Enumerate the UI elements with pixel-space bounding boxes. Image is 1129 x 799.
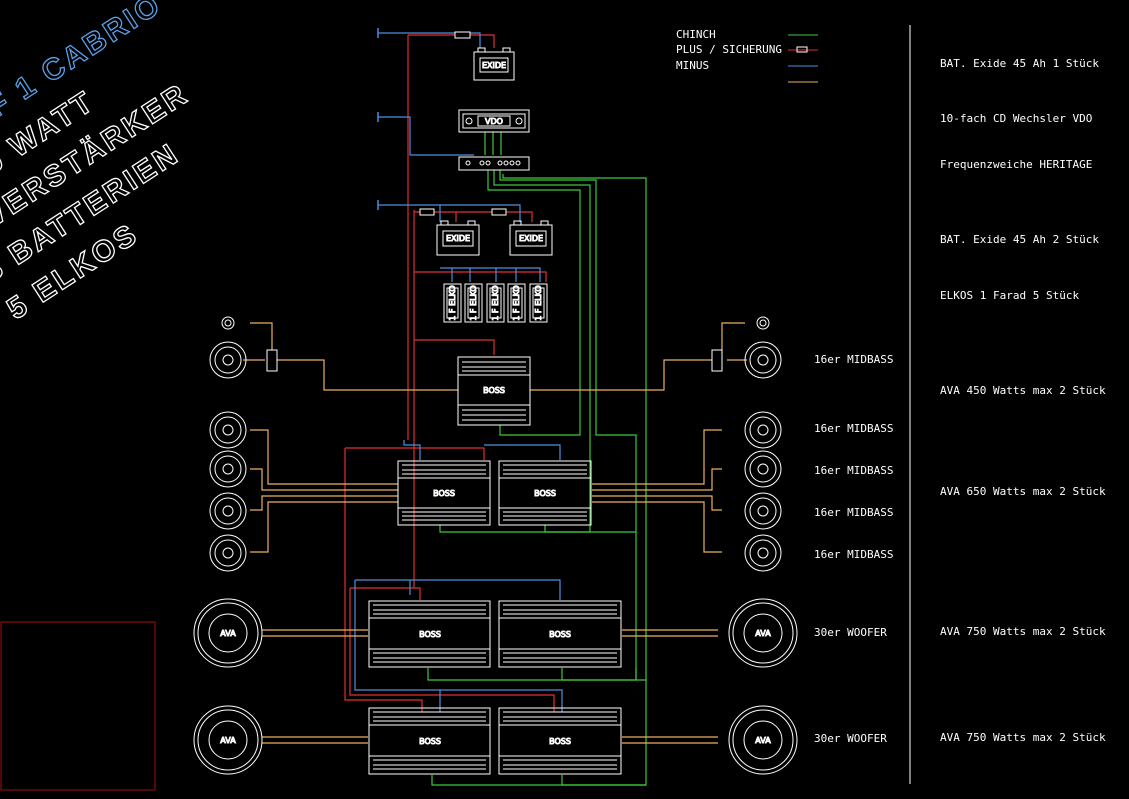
woofer-icon: AVA xyxy=(728,705,798,775)
amp-label: BOSS xyxy=(419,630,441,639)
woofer-label: AVA xyxy=(755,736,771,745)
amp-label: BOSS xyxy=(534,489,556,498)
capacitor-bank: 1 F ELKO 1 F ELKO 1 F ELKO 1 F ELKO 1 F … xyxy=(443,283,548,323)
capacitor-4: 1 F ELKO xyxy=(507,283,526,323)
battery-label: EXIDE xyxy=(519,234,543,243)
legend: CHINCH PLUS / SICHERUNG MINUS xyxy=(676,28,818,83)
passive-crossovers xyxy=(266,349,723,372)
amplifier-4: BOSS xyxy=(368,600,491,668)
capacitor-label: 1 F ELKO xyxy=(491,285,500,320)
title-block: GOLF 1 CABRIO 4850 WATT 7 VERSTÄRKER 3 B… xyxy=(0,0,195,327)
spec-ava-450: AVA 450 Watts max 2 Stück xyxy=(940,384,1106,397)
speaker-label-6: 30er WOOFER xyxy=(814,626,887,639)
battery-label: EXIDE xyxy=(482,61,506,70)
amp-label: BOSS xyxy=(549,737,571,746)
spec-battery-1: BAT. Exide 45 Ah 1 Stück xyxy=(940,57,1099,70)
amplifier-1: BOSS xyxy=(457,356,531,426)
speaker-label-7: 30er WOOFER xyxy=(814,732,887,745)
wires-plus xyxy=(344,34,555,712)
speaker-icon xyxy=(209,534,247,572)
spec-ava-650: AVA 650 Watts max 2 Stück xyxy=(940,485,1106,498)
midbass-speakers xyxy=(209,341,782,572)
speaker-icon xyxy=(209,450,247,488)
woofer-label: AVA xyxy=(220,629,236,638)
tweeters xyxy=(221,316,770,330)
capacitor-1: 1 F ELKO xyxy=(443,283,462,323)
speaker-label-4: 16er MIDBASS xyxy=(814,506,893,519)
speaker-icon xyxy=(209,411,247,449)
spec-battery-2: BAT. Exide 45 Ah 2 Stück xyxy=(940,233,1099,246)
tweeter-icon xyxy=(221,316,235,330)
woofer-label: AVA xyxy=(220,736,236,745)
woofer-icon: AVA xyxy=(193,705,263,775)
amp-label: BOSS xyxy=(433,489,455,498)
woofer-label: AVA xyxy=(755,629,771,638)
speaker-icon xyxy=(209,341,247,379)
crossover xyxy=(458,156,530,171)
battery-3: EXIDE xyxy=(509,220,553,256)
speaker-label-1: 16er MIDBASS xyxy=(814,353,893,366)
woofer-icon: AVA xyxy=(193,598,263,668)
fuse-icon xyxy=(796,46,808,53)
capacitor-label: 1 F ELKO xyxy=(469,285,478,320)
spec-list: BAT. Exide 45 Ah 1 Stück 10-fach CD Wech… xyxy=(940,57,1106,744)
capacitor-label: 1 F ELKO xyxy=(448,285,457,320)
spec-ava-750-a: AVA 750 Watts max 2 Stück xyxy=(940,625,1106,638)
battery-1: EXIDE xyxy=(473,47,515,81)
amp-label: BOSS xyxy=(549,630,571,639)
woofer-icon: AVA xyxy=(728,598,798,668)
spec-elkos: ELKOS 1 Farad 5 Stück xyxy=(940,289,1079,302)
amplifier-6: BOSS xyxy=(368,707,491,775)
fuses xyxy=(419,31,507,216)
speaker-icon xyxy=(744,450,782,488)
speaker-icon xyxy=(744,411,782,449)
capacitor-5: 1 F ELKO xyxy=(529,283,548,323)
capacitor-label: 1 F ELKO xyxy=(512,285,521,320)
capacitor-3: 1 F ELKO xyxy=(486,283,505,323)
spec-cd-changer: 10-fach CD Wechsler VDO xyxy=(940,112,1092,125)
spec-crossover: Frequenzweiche HERITAGE xyxy=(940,158,1092,171)
tweeter-icon xyxy=(756,316,770,330)
speaker-label-5: 16er MIDBASS xyxy=(814,548,893,561)
title-frame xyxy=(0,621,156,791)
legend-label-cinch: CHINCH xyxy=(676,28,716,41)
headunit: VDO xyxy=(458,109,530,133)
legend-label-minus: MINUS xyxy=(676,59,709,72)
speaker-icon xyxy=(209,492,247,530)
speaker-labels: 16er MIDBASS 16er MIDBASS 16er MIDBASS 1… xyxy=(814,353,893,745)
amplifier-2: BOSS xyxy=(397,460,491,526)
speaker-label-2: 16er MIDBASS xyxy=(814,422,893,435)
wires-signal xyxy=(243,322,747,744)
amp-label: BOSS xyxy=(483,386,505,395)
amplifier-3: BOSS xyxy=(498,460,592,526)
capacitor-label: 1 F ELKO xyxy=(534,285,543,320)
fuse-icon xyxy=(419,208,435,216)
battery-label: EXIDE xyxy=(446,234,470,243)
speaker-icon xyxy=(744,534,782,572)
speaker-icon xyxy=(744,492,782,530)
capacitor-2: 1 F ELKO xyxy=(464,283,483,323)
spec-ava-750-b: AVA 750 Watts max 2 Stück xyxy=(940,731,1106,744)
speaker-icon xyxy=(744,341,782,379)
speaker-label-3: 16er MIDBASS xyxy=(814,464,893,477)
amplifier-5: BOSS xyxy=(498,600,622,668)
headunit-label: VDO xyxy=(485,117,503,126)
amplifier-7: BOSS xyxy=(498,707,622,775)
legend-label-plus: PLUS / SICHERUNG xyxy=(676,43,782,56)
wires-cinch xyxy=(427,132,647,786)
woofers: AVA AVA AVA AVA xyxy=(193,598,798,775)
wires-minus xyxy=(354,32,563,712)
fuse-icon xyxy=(454,31,471,39)
fuse-icon xyxy=(491,208,507,216)
battery-2: EXIDE xyxy=(436,220,480,256)
amp-label: BOSS xyxy=(419,737,441,746)
